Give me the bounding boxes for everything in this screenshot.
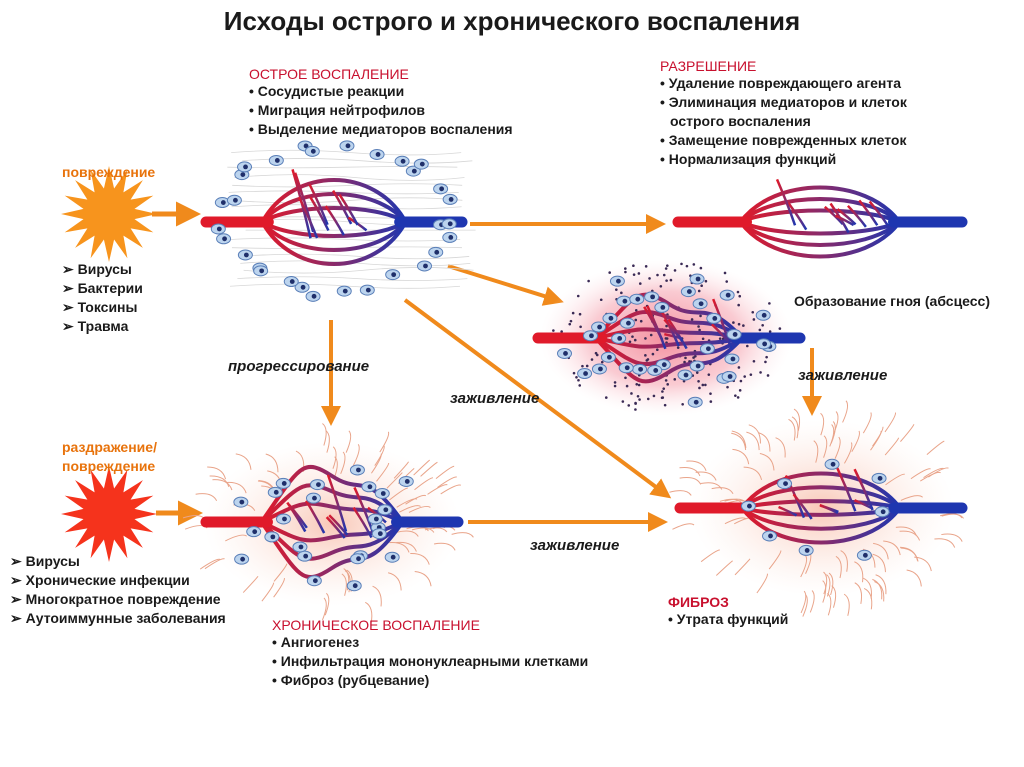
resolution-block: РАЗРЕШЕНИЕ • Удаление повреждающего аген… [660,58,907,169]
cause-item: ➢ Вирусы [62,260,143,279]
resolution-item: • Нормализация функций [660,150,907,169]
cause-item: ➢ Травма [62,317,143,336]
cause-item: ➢ Вирусы [10,552,226,571]
healing-label: заживление [798,367,887,384]
healing-label: заживление [530,537,619,554]
acute-heading: ОСТРОЕ ВОСПАЛЕНИЕ [249,66,513,82]
acute-item: • Миграция нейтрофилов [249,101,513,120]
chronic-heading: ХРОНИЧЕСКОЕ ВОСПАЛЕНИЕ [272,617,588,633]
irritation-label-line: повреждение [62,457,157,476]
resolution-vessel-network [678,179,962,256]
chronic-item: • Ангиогенез [272,633,588,652]
injury-burst-icon [61,166,157,262]
cause-item: ➢ Токсины [62,298,143,317]
cause-item: ➢ Аутоиммунные заболевания [10,609,226,628]
resolution-heading: РАЗРЕШЕНИЕ [660,58,907,74]
cause-item: ➢ Бактерии [62,279,143,298]
resolution-item: • Замещение поврежденных клеток [660,131,907,150]
resolution-item: • Элиминация медиаторов и клеток [660,93,907,112]
irritation-label: раздражение/ повреждение [62,438,157,476]
acute-item: • Выделение медиаторов воспаления [249,120,513,139]
irritation-label-line: раздражение/ [62,438,157,457]
injury-label: повреждение [62,164,155,180]
fibrosis-item: • Утрата функций [668,610,788,629]
diagram-title: Исходы острого и хронического воспаления [0,6,1024,37]
arrow-acute-to-abscess [448,266,560,301]
acute-item: • Сосудистые реакции [249,82,513,101]
irritation-burst-icon [61,466,157,562]
cause-item: ➢ Многократное повреждение [10,590,226,609]
injury-causes-list: ➢ Вирусы ➢ Бактерии ➢ Токсины ➢ Травма [62,260,143,336]
chronic-inflammation-block: ХРОНИЧЕСКОЕ ВОСПАЛЕНИЕ • Ангиогенез • Ин… [272,617,588,690]
acute-inflammation-block: ОСТРОЕ ВОСПАЛЕНИЕ • Сосудистые реакции •… [249,66,513,139]
irritation-causes-list: ➢ Вирусы ➢ Хронические инфекции ➢ Многок… [10,552,226,628]
chronic-item: • Фиброз (рубцевание) [272,671,588,690]
chronic-item: • Инфильтрация мононуклеарными клетками [272,652,588,671]
resolution-item: • Удаление повреждающего агента [660,74,907,93]
fibrosis-heading: ФИБРОЗ [668,594,788,610]
abscess-label: Образование гноя (абсцесс) [794,293,990,309]
fibrosis-block: ФИБРОЗ • Утрата функций [668,594,788,629]
cause-item: ➢ Хронические инфекции [10,571,226,590]
progression-label: прогрессирование [228,358,369,375]
healing-label: заживление [450,390,539,407]
resolution-item: острого воспаления [660,112,907,131]
